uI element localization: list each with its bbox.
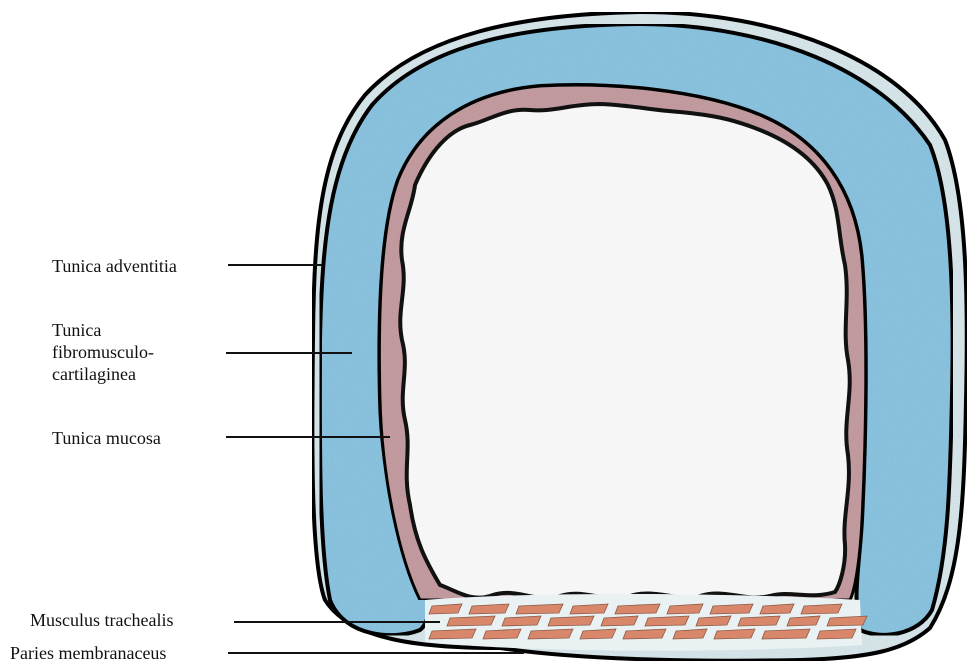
- label-fibro-line-1: Tunica: [52, 319, 222, 341]
- muscle-fiber: [710, 604, 753, 614]
- muscle-fiber: [667, 604, 703, 614]
- muscle-fiber: [580, 629, 616, 639]
- muscle-fiber: [801, 604, 842, 614]
- muscle-fiber: [469, 604, 509, 614]
- muscle-fiber: [738, 616, 780, 626]
- muscle-fiber: [615, 604, 660, 614]
- label-fibro-line-2: fibromusculo-: [52, 341, 222, 363]
- muscle-fiber: [516, 604, 563, 614]
- muscle-fiber: [714, 629, 755, 639]
- label-tunica-fibromusculocartilaginea: Tunica fibromusculo- cartilaginea: [52, 319, 222, 385]
- muscle-fiber: [548, 616, 594, 626]
- muscle-fiber: [645, 616, 689, 626]
- muscle-fiber: [762, 629, 810, 639]
- muscle-fiber: [502, 616, 541, 626]
- tracheal-lumen: [400, 104, 849, 598]
- muscle-fiber: [601, 616, 638, 626]
- muscle-fiber: [827, 616, 867, 626]
- muscle-fiber: [696, 616, 731, 626]
- muscle-fiber: [817, 629, 856, 639]
- muscle-fiber: [673, 629, 707, 639]
- muscle-fiber: [623, 629, 666, 639]
- label-fibro-line-3: cartilaginea: [52, 363, 222, 385]
- muscle-fiber: [429, 604, 462, 614]
- muscle-fiber: [528, 629, 573, 639]
- label-tunica-adventitia: Tunica adventitia: [52, 255, 177, 277]
- label-paries-membranaceus: Paries membranaceus: [10, 642, 166, 664]
- muscle-fiber: [483, 629, 521, 639]
- muscle-fiber: [429, 629, 476, 639]
- label-tunica-mucosa: Tunica mucosa: [52, 427, 161, 449]
- muscle-fiber: [570, 604, 608, 614]
- muscle-fiber: [787, 616, 820, 626]
- label-musculus-trachealis: Musculus trachealis: [30, 609, 173, 631]
- muscle-fiber: [447, 616, 495, 626]
- muscle-fiber: [760, 604, 794, 614]
